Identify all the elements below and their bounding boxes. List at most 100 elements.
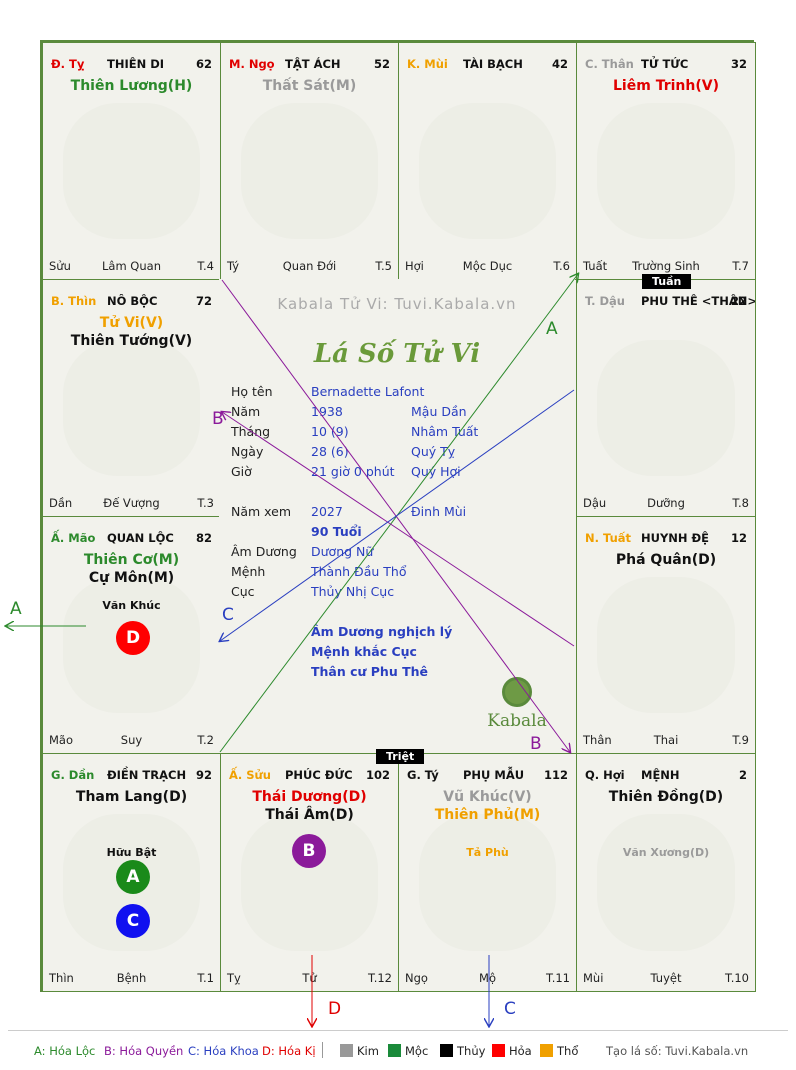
zodiac-watermark-icon bbox=[597, 340, 735, 476]
tho-swatch-icon bbox=[540, 1044, 553, 1057]
palace-name: MỆNH bbox=[641, 768, 680, 782]
legend-thuy: Thủy bbox=[440, 1044, 485, 1058]
major-star: Thiên Phủ(M) bbox=[434, 807, 541, 823]
palace-age: 12 bbox=[730, 531, 747, 545]
foot-branch: Ngọ bbox=[405, 971, 428, 985]
foot-stage: Tử bbox=[302, 971, 317, 985]
foot-number: T.4 bbox=[197, 259, 214, 273]
palace-name: PHỤ MẪU bbox=[463, 768, 525, 782]
info-label: Mệnh bbox=[231, 564, 266, 579]
major-star: Thất Sát(M) bbox=[262, 78, 357, 94]
major-star: Thái Dương(D) bbox=[252, 789, 367, 805]
palace-age: 102 bbox=[365, 768, 390, 782]
info-value: 21 giờ 0 phút bbox=[311, 464, 395, 479]
major-star: Cự Môn(M) bbox=[88, 570, 175, 586]
zodiac-watermark-icon bbox=[241, 103, 378, 239]
minor-star: Hữu Bật bbox=[106, 846, 157, 859]
foot-stage: Thai bbox=[653, 733, 679, 747]
foot-branch: Thìn bbox=[49, 971, 74, 985]
zodiac-watermark-icon bbox=[419, 103, 556, 239]
info-value: 10 (9) bbox=[311, 424, 349, 439]
legend-hoa-loc: A: Hóa Lộc bbox=[34, 1044, 96, 1058]
info-value: 28 (6) bbox=[311, 444, 349, 459]
palace-branch: T. Dậu bbox=[585, 294, 625, 308]
age-text: 90 Tuổi bbox=[311, 524, 362, 539]
palace-name: HUYNH ĐỆ bbox=[641, 531, 710, 545]
foot-number: T.9 bbox=[732, 733, 749, 747]
foot-branch: Hợi bbox=[405, 259, 424, 273]
info-canchi: Mậu Dần bbox=[411, 404, 467, 419]
foot-stage: Đế Vượng bbox=[103, 496, 160, 510]
zodiac-watermark-icon bbox=[419, 814, 556, 951]
foot-stage: Bệnh bbox=[116, 971, 147, 985]
foot-number: T.10 bbox=[725, 971, 749, 985]
info-value: 1938 bbox=[311, 404, 343, 419]
hoa-swatch-icon bbox=[492, 1044, 505, 1057]
foot-number: T.5 bbox=[375, 259, 392, 273]
major-star: Thiên Đồng(D) bbox=[608, 789, 724, 805]
palace-age: 82 bbox=[195, 531, 212, 545]
info-canchi: Nhâm Tuất bbox=[411, 424, 479, 439]
info-value: Thủy Nhị Cục bbox=[311, 584, 395, 599]
kim-swatch-icon bbox=[340, 1044, 353, 1057]
palace-age: 42 bbox=[551, 57, 568, 71]
palace-branch: C. Thân bbox=[585, 57, 634, 71]
legend-hoa-quyen: B: Hóa Quyền bbox=[104, 1044, 184, 1058]
legend-hoa-ki: D: Hóa Kị bbox=[262, 1044, 316, 1058]
legend-site[interactable]: Tạo lá số: Tuvi.Kabala.vn bbox=[606, 1044, 749, 1058]
palace-age: 72 bbox=[195, 294, 212, 308]
zodiac-watermark-icon bbox=[597, 577, 735, 713]
palace-branch: Ấ. Mão bbox=[51, 531, 96, 545]
palace-name: TÀI BẠCH bbox=[463, 57, 523, 71]
palace-age: 52 bbox=[373, 57, 390, 71]
transform-badge-mao_d: D bbox=[116, 621, 150, 655]
foot-stage: Lâm Quan bbox=[102, 259, 161, 273]
moc-swatch-icon bbox=[388, 1044, 401, 1057]
tree-icon bbox=[502, 677, 532, 707]
palace-name: THIÊN DI bbox=[107, 57, 165, 71]
minor-star: Tả Phù bbox=[466, 846, 509, 859]
info-label: Tháng bbox=[231, 424, 271, 439]
foot-branch: Tỵ bbox=[227, 971, 241, 985]
zodiac-watermark-icon bbox=[597, 814, 735, 951]
foot-branch: Sửu bbox=[49, 259, 71, 273]
minor-star: Văn Xương(D) bbox=[622, 846, 710, 859]
palace-age: 32 bbox=[730, 57, 747, 71]
foot-stage: Tuyệt bbox=[650, 971, 682, 985]
transform-badge-suu_b: B bbox=[292, 834, 326, 868]
palace-name: PHU THÊ <THÂN> bbox=[641, 294, 756, 308]
note-2: Mệnh khắc Cục bbox=[311, 644, 417, 659]
palace-name: PHÚC ĐỨC bbox=[285, 768, 353, 782]
palace-branch: K. Mùi bbox=[407, 57, 448, 71]
palace-name: ĐIỀN TRẠCH bbox=[107, 768, 187, 782]
foot-number: T.7 bbox=[732, 259, 749, 273]
foot-number: T.3 bbox=[197, 496, 214, 510]
arrow-label-a2: A bbox=[10, 599, 22, 619]
info-label: Cục bbox=[231, 584, 255, 599]
foot-branch: Dậu bbox=[583, 496, 607, 510]
info-value: Dương Nữ bbox=[311, 544, 374, 559]
info-value: Bernadette Lafont bbox=[311, 384, 425, 399]
legend-kim: Kim bbox=[340, 1044, 379, 1058]
zodiac-watermark-icon bbox=[63, 103, 200, 239]
foot-number: T.6 bbox=[553, 259, 570, 273]
info-label: Giờ bbox=[231, 464, 252, 479]
palace-branch: Ấ. Sửu bbox=[229, 768, 271, 782]
palace-age: 62 bbox=[195, 57, 212, 71]
footer-divider bbox=[8, 1030, 788, 1031]
foot-branch: Mão bbox=[49, 733, 74, 747]
major-star: Thiên Tướng(V) bbox=[70, 333, 193, 349]
